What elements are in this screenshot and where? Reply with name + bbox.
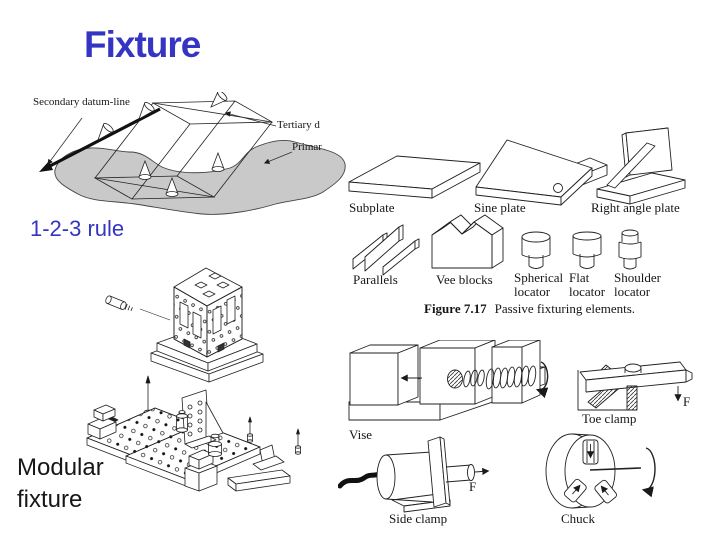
riser-block-stack bbox=[87, 404, 117, 440]
clamping-elements-figure bbox=[338, 340, 693, 513]
primary-datum-label: Primar bbox=[292, 141, 322, 153]
side-clamp-force-label: F bbox=[469, 479, 477, 494]
toe-clamp-label: Toe clamp bbox=[582, 411, 637, 426]
subplate-label: Subplate bbox=[349, 200, 395, 215]
flat-locator-drawing bbox=[572, 231, 602, 269]
vise-label: Vise bbox=[349, 427, 373, 442]
rule-123-label: 1-2-3 rule bbox=[30, 216, 125, 241]
chuck-drawing bbox=[545, 433, 656, 509]
modular-fixture-label-line2: fixture bbox=[17, 486, 83, 513]
shoulder-locator-drawing bbox=[618, 229, 642, 270]
sine-plate-label: Sine plate bbox=[474, 200, 526, 215]
sine-plate-drawing bbox=[475, 139, 608, 206]
workpiece-wireframe-box bbox=[93, 100, 274, 200]
side-clamp-drawing bbox=[338, 436, 490, 513]
subplate-drawing bbox=[348, 155, 481, 199]
figure-caption-text: Passive fixturing elements. bbox=[494, 301, 636, 316]
primary-datum-surface bbox=[54, 139, 346, 215]
pointer-lines bbox=[47, 111, 293, 165]
spherical-locator-drawing bbox=[521, 231, 551, 269]
toe-clamp-force-label: F bbox=[683, 394, 691, 409]
tooling-tower bbox=[173, 267, 243, 358]
stop-bracket bbox=[252, 444, 285, 471]
locator-cylinder-1 bbox=[176, 410, 188, 433]
spherical-locator-label: Spherical locator bbox=[514, 271, 563, 299]
modular-fixture-label: Modular fixture bbox=[17, 452, 104, 516]
secondary-datum-label: Secondary datum-line bbox=[33, 96, 130, 108]
base-plate-2 bbox=[125, 423, 261, 487]
tertiary-datum-label: Tertiary d bbox=[277, 119, 320, 131]
shoulder-locator-label-line1: Shoulder bbox=[614, 270, 661, 285]
parallels-label: Parallels bbox=[353, 272, 398, 287]
flat-locator-label-line1: Flat bbox=[569, 270, 590, 285]
mounting-screw bbox=[105, 295, 171, 321]
spherical-locator-label-line1: Spherical bbox=[514, 270, 564, 285]
passive-elements-figure bbox=[348, 127, 686, 276]
toe-clamp-drawing bbox=[577, 361, 693, 411]
vee-blocks-drawing bbox=[431, 214, 504, 269]
chuck-label: Chuck bbox=[561, 511, 595, 526]
side-clamp-label: Side clamp bbox=[389, 511, 448, 526]
datum-diagram-figure bbox=[39, 92, 346, 215]
support-block bbox=[184, 449, 218, 492]
figure-caption: Figure 7.17 Passive fixturing elements. bbox=[424, 301, 635, 317]
clamp-bar bbox=[227, 469, 291, 492]
small-pin-2 bbox=[295, 428, 301, 455]
flat-locator-label-line2: locator bbox=[569, 284, 606, 299]
locator-cylinder-2 bbox=[208, 433, 222, 457]
vise-drawing bbox=[348, 340, 549, 421]
vee-blocks-label: Vee blocks bbox=[436, 272, 493, 287]
angle-bracket bbox=[181, 389, 224, 449]
page-title: Fixture bbox=[84, 24, 201, 65]
right-angle-plate-label: Right angle plate bbox=[591, 200, 680, 215]
small-pin-1 bbox=[247, 416, 253, 443]
modular-fixture-label-line1: Modular bbox=[17, 454, 104, 481]
spherical-locator-label-line2: locator bbox=[514, 284, 551, 299]
figure-caption-number: Figure 7.17 bbox=[424, 301, 487, 316]
flat-locator-label: Flat locator bbox=[569, 271, 605, 299]
modular-fixture-figure bbox=[86, 267, 301, 492]
right-angle-plate-drawing bbox=[596, 127, 686, 205]
shoulder-locator-label: Shoulder locator bbox=[614, 271, 661, 299]
shoulder-locator-label-line2: locator bbox=[614, 284, 651, 299]
parallels-drawing bbox=[352, 224, 420, 276]
